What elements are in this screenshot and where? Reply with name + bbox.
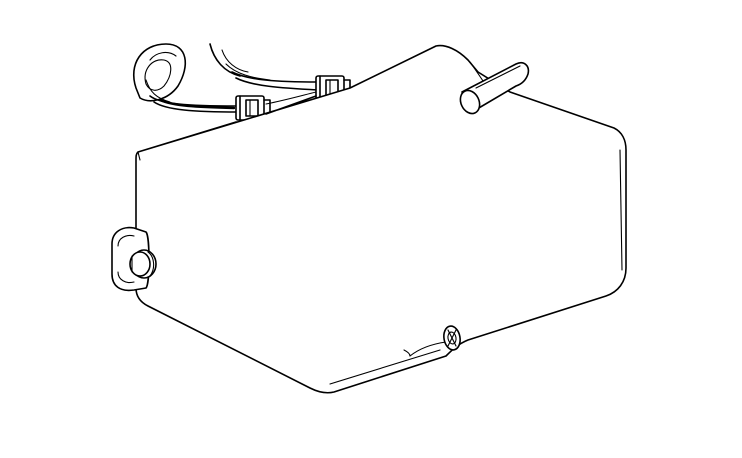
grommet xyxy=(132,43,186,102)
bottom-fastener xyxy=(443,325,461,351)
shaft-rod xyxy=(459,61,530,115)
mounting-bolt xyxy=(129,249,157,279)
rear-boot xyxy=(209,43,249,77)
housing-box xyxy=(135,44,627,394)
wire-harness xyxy=(145,63,319,113)
